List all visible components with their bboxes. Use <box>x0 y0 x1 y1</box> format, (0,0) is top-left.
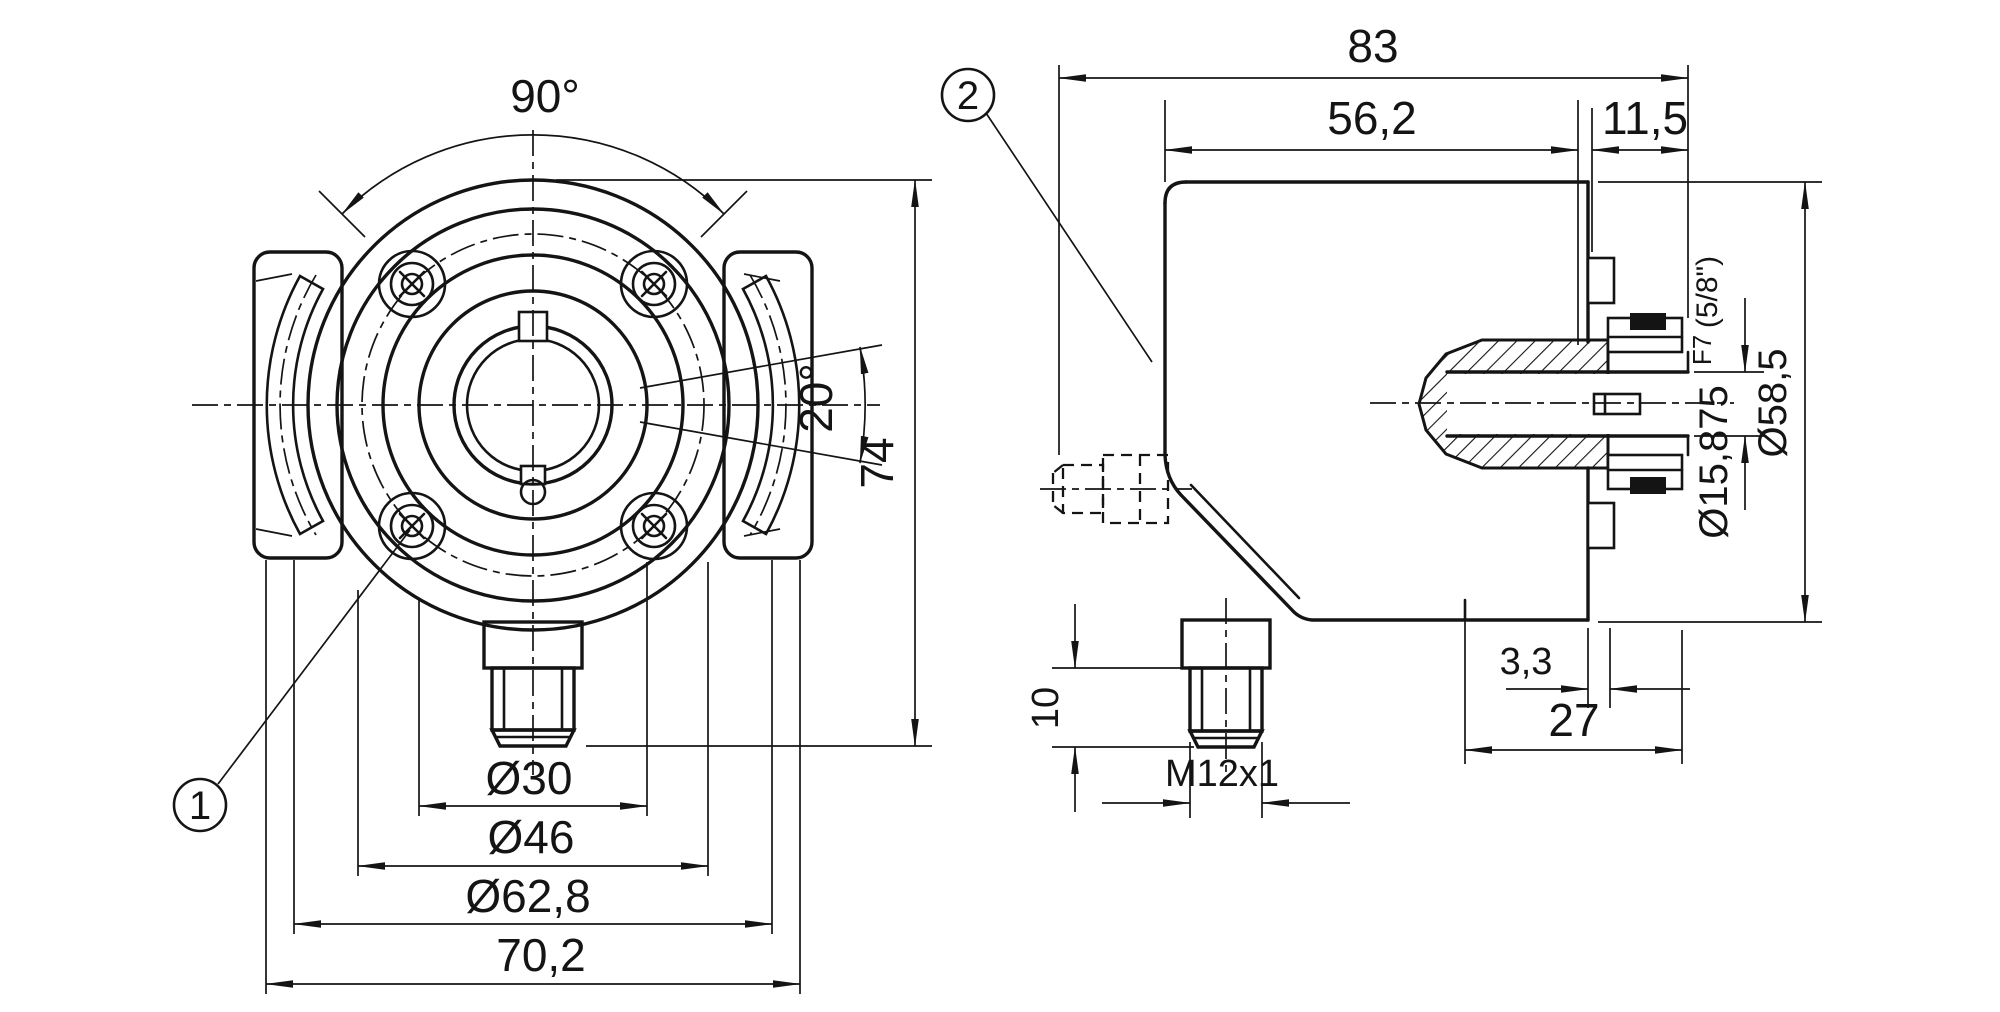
dim-20deg-label: 20° <box>790 363 842 433</box>
dim-d58-5: Ø58,5 <box>1598 181 1822 623</box>
dim-74: 74 <box>556 179 932 747</box>
dim-d46-label: Ø46 <box>488 811 575 863</box>
dim-10: 10 <box>1025 604 1194 812</box>
dim-70-2-label: 70,2 <box>496 929 586 981</box>
screw-bottom-left <box>377 491 447 561</box>
callout-1-label: 1 <box>189 784 211 828</box>
front-view: 90° 20° 74 Ø30 Ø46 <box>172 70 932 994</box>
face-tab-top <box>1586 256 1616 305</box>
dim-27: 27 <box>1464 620 1683 764</box>
dim-90deg: 90° <box>318 70 748 238</box>
dim-bore-inch-label: (5/8") <box>1691 256 1724 328</box>
dim-3-3: 3,3 <box>1500 628 1690 708</box>
dim-20deg: 20° <box>639 344 883 466</box>
dim-d30-label: Ø30 <box>486 752 573 804</box>
callout-1: 1 <box>172 529 411 833</box>
dim-11-5: 11,5 <box>1591 92 1689 252</box>
face-tab-bottom <box>1586 501 1616 550</box>
side-view: 83 56,2 11,5 Ø58,5 Ø15,875 <box>940 20 1822 818</box>
dim-d30: Ø30 <box>418 562 648 816</box>
screw-top-right <box>619 249 689 319</box>
dim-d62-8: Ø62,8 <box>293 560 773 934</box>
dim-bore: Ø15,875 F7 (5/8") <box>1687 256 1764 539</box>
dim-56-2-label: 56,2 <box>1327 92 1417 144</box>
dim-d46: Ø46 <box>357 562 709 876</box>
dim-d58-5-label: Ø58,5 <box>1751 349 1795 458</box>
screw-bottom-right <box>619 491 689 561</box>
side-connector-hidden <box>1040 453 1192 525</box>
dim-83-label: 83 <box>1347 20 1398 72</box>
dim-70-2: 70,2 <box>265 560 801 994</box>
mounting-screws <box>377 249 689 561</box>
dim-90deg-label: 90° <box>510 70 580 122</box>
hollow-shaft-section <box>1370 313 1734 494</box>
dim-74-label: 74 <box>851 437 903 488</box>
housing-outline <box>1163 180 1616 622</box>
m12-connector <box>1180 598 1272 778</box>
dim-bore-fit-label: F7 <box>1687 335 1717 365</box>
dim-10-label: 10 <box>1025 687 1067 729</box>
dim-3-3-label: 3,3 <box>1500 641 1553 683</box>
screw-top-left <box>377 249 447 319</box>
dim-m12x1-label: M12x1 <box>1165 753 1279 795</box>
dim-m12x1: M12x1 <box>1102 742 1350 818</box>
dim-27-label: 27 <box>1548 694 1599 746</box>
callout-2: 2 <box>940 67 1153 363</box>
dim-11-5-label: 11,5 <box>1602 92 1688 144</box>
dim-56-2: 56,2 <box>1164 92 1579 345</box>
dim-d62-8-label: Ø62,8 <box>465 870 590 922</box>
dim-83: 83 <box>1058 20 1689 455</box>
dim-bore-label: Ø15,875 <box>1692 385 1736 538</box>
callout-2-label: 2 <box>957 74 979 118</box>
shaft-keyway <box>1592 392 1642 416</box>
